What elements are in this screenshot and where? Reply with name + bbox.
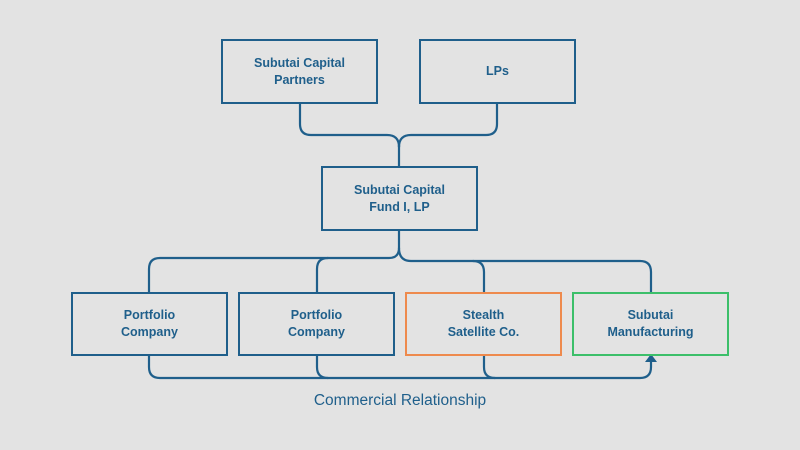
- commercial-arrowhead-icon: [645, 354, 657, 362]
- box-subutai-capital-partners: Subutai Capital Partners: [221, 39, 378, 104]
- box-label: Subutai Manufacturing: [607, 308, 694, 339]
- connector-pc1-commercial: [147, 353, 653, 380]
- connector-fund-to-stealth: [397, 246, 486, 294]
- connector-fund-to-pc1: [147, 246, 401, 294]
- connector-stealth-commercial: [482, 353, 497, 380]
- connector-pc2-commercial: [315, 353, 330, 380]
- box-label: Portfolio Company: [121, 308, 178, 339]
- box-label: LPs: [486, 64, 509, 78]
- box-label: Subutai Capital Partners: [254, 55, 345, 87]
- box-fund: Subutai Capital Fund I, LP: [321, 166, 478, 231]
- connector-fund-to-mfg: [471, 259, 653, 294]
- box-label: Subutai Capital Fund I, LP: [354, 182, 445, 214]
- box-label: Portfolio Company: [288, 308, 345, 339]
- box-subutai-manufacturing: Subutai Manufacturing: [572, 292, 729, 356]
- commercial-relationship-caption: Commercial Relationship: [313, 392, 487, 409]
- box-lps: LPs: [419, 39, 576, 104]
- connector-gp-to-fund: [298, 101, 401, 149]
- connector-fund-to-pc2: [315, 256, 330, 294]
- box-stealth-satellite: Stealth Satellite Co.: [405, 292, 562, 356]
- box-portfolio-company-1: Portfolio Company: [71, 292, 228, 356]
- box-portfolio-company-2: Portfolio Company: [238, 292, 395, 356]
- box-label: Stealth Satellite Co.: [447, 308, 520, 339]
- connector-lps-to-fund: [397, 101, 499, 149]
